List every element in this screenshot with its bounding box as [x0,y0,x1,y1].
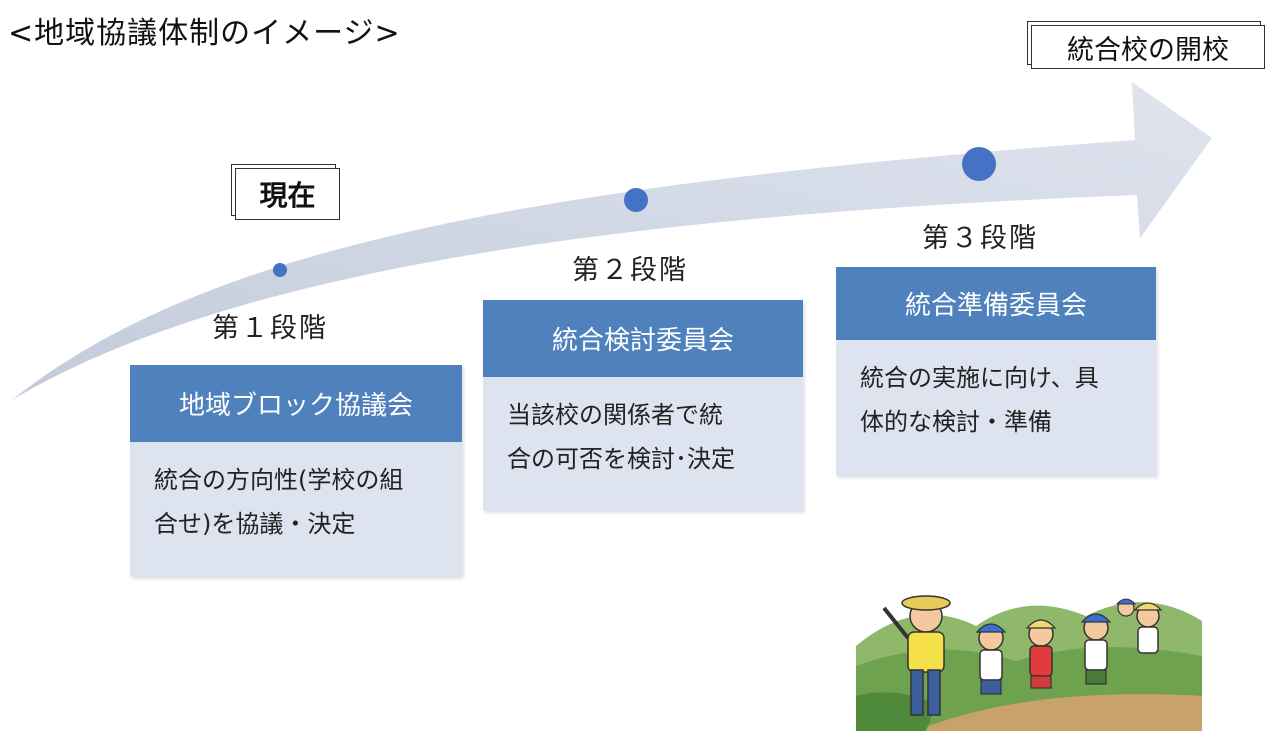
stage-card-3: 統合準備委員会 統合の実施に向け、具 体的な検討・準備 [836,267,1156,476]
committee-name-3: 統合準備委員会 [836,267,1156,340]
stage-label-1: 第１段階 [212,313,328,344]
stage-description-3: 統合の実施に向け、具 体的な検討・準備 [836,340,1156,476]
stage-label-2: 第２段階 [572,255,688,286]
description-line: 統合の実施に向け、具 [860,364,1099,392]
current-label-box: 現在 [235,168,340,220]
description-line: 統合の方向性(学校の組 [154,466,404,494]
description-line: 合せ)を協議・決定 [154,510,356,538]
stage-description-1: 統合の方向性(学校の組 合せ)を協議・決定 [130,442,462,577]
description-line: 合の可否を検討･決定 [507,445,735,473]
goal-label: 統合校の開校 [1067,34,1229,66]
milestone-dot-icon [962,147,996,181]
stage-label-3: 第３段階 [922,223,1038,254]
description-line: 体的な検討・準備 [860,408,1052,436]
goal-label-box: 統合校の開校 [1031,25,1265,69]
committee-name-1: 地域ブロック協議会 [130,365,462,442]
page-title: <地域協議体制のイメージ> [8,16,401,51]
curved-arrow-icon [12,82,1212,400]
committee-name-2: 統合検討委員会 [483,300,803,377]
milestone-dot-icon [624,188,648,212]
stage-card-1: 地域ブロック協議会 統合の方向性(学校の組 合せ)を協議・決定 [130,365,462,577]
stage-description-2: 当該校の関係者で統 合の可否を検討･決定 [483,377,803,511]
current-label: 現在 [259,179,316,212]
milestone-dot-icon [273,263,287,277]
description-line: 当該校の関係者で統 [507,401,723,429]
stage-card-2: 統合検討委員会 当該校の関係者で統 合の可否を検討･決定 [483,300,803,511]
hiking-children-illustration-icon [856,595,1202,731]
